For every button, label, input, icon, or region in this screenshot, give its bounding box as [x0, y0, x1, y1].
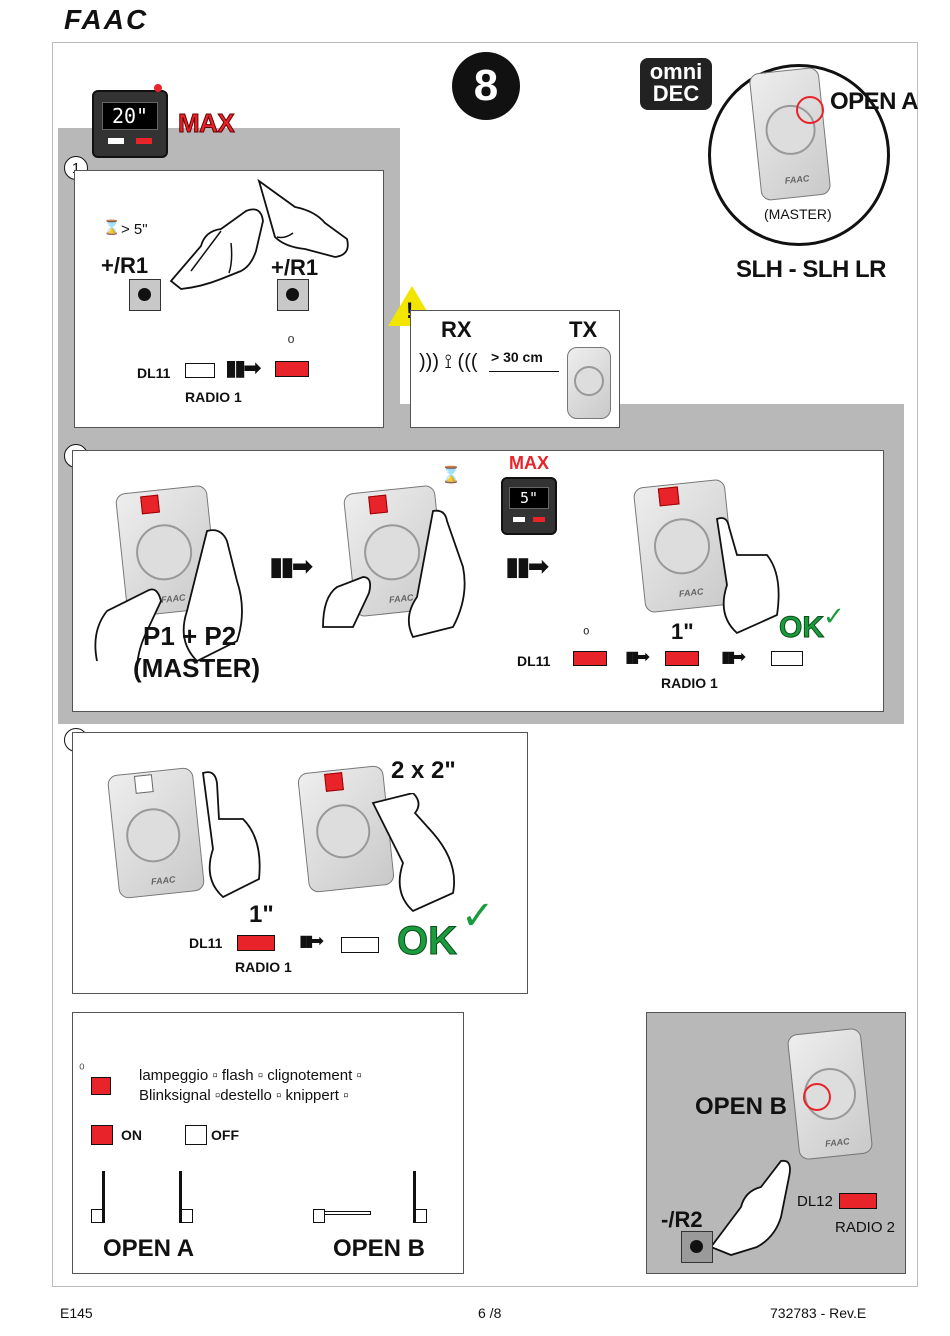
max-label: MAX — [177, 108, 235, 139]
warning-panel: RX TX ))) ⟟ ((( > 30 cm — [410, 310, 620, 428]
max-display: 20" — [92, 84, 168, 158]
one-sec-label-step3: 1" — [249, 901, 274, 928]
legend-flash-text-1: lampeggio ▫ flash ▫ clignotement ▫ — [139, 1067, 362, 1084]
arrow-icon: ▮▮➡ — [225, 355, 262, 380]
open-b-title: OPEN B — [695, 1093, 788, 1120]
hand-holding-icon — [716, 517, 780, 635]
hourglass-icon-step2: ⌛ — [441, 467, 461, 484]
arrow-icon-2: ▮▮➡ — [505, 551, 549, 581]
master-remote: FAAC — [748, 66, 832, 202]
hand-release-icon — [202, 771, 261, 899]
display-screen: 20" — [102, 102, 158, 130]
timer-label: > 5" — [121, 221, 148, 238]
dl11-led-on-step3 — [237, 935, 275, 951]
display-5s: 5" — [501, 477, 557, 535]
r1-button-released[interactable] — [277, 279, 309, 311]
ok-badge-step2: OK — [779, 611, 825, 645]
open-b-panel: OPEN B FAAC -/R2 DL12 RADIO 2 — [646, 1012, 906, 1274]
r1-button-pressed[interactable] — [129, 279, 161, 311]
press-2x2-label: 2 x 2" — [391, 757, 456, 784]
button-label-r1-press: +/R1 — [101, 253, 149, 278]
flash-rays-icon: ⁰ — [287, 333, 295, 353]
footer-code: E145 — [60, 1305, 93, 1321]
legend-on-label: ON — [121, 1127, 142, 1143]
legend-open-b-label: OPEN B — [333, 1235, 426, 1262]
hand-pressing-icon — [169, 208, 264, 290]
dl11-led-off-step3 — [341, 937, 379, 953]
arrow-icon-3: ▮▮➡ — [625, 649, 650, 666]
r2-button-label: -/R2 — [661, 1207, 703, 1232]
radio2-label: RADIO 2 — [835, 1219, 896, 1236]
radio1-label-step2: RADIO 1 — [661, 675, 718, 691]
document-revision: 732783 - Rev.E — [770, 1305, 867, 1321]
legend-off-label: OFF — [211, 1127, 239, 1143]
tx-label: TX — [569, 317, 598, 342]
check-icon: ✓ — [823, 601, 845, 631]
dl11-led-off — [185, 363, 215, 378]
hand-press-r2-icon — [709, 1159, 791, 1256]
dl11-led-off-step2 — [771, 651, 803, 666]
radio1-label: RADIO 1 — [185, 389, 242, 405]
arrow-icon-5: ▮▮➡ — [299, 933, 324, 950]
dl12-label: DL12 — [797, 1193, 833, 1210]
tx-remote — [567, 347, 611, 419]
dl11-label-step2: DL11 — [517, 653, 551, 669]
dl12-led-on — [839, 1193, 877, 1209]
check-icon-step3: ✓ — [461, 894, 495, 938]
radio1-label-step3: RADIO 1 — [235, 959, 292, 975]
page-frame — [52, 42, 918, 1287]
r2-button[interactable] — [681, 1231, 713, 1263]
step-1-panel: ⌛ > 5" +/R1 +/R1 DL11 ▮▮➡ ⁰ RADIO 1 — [74, 170, 384, 428]
open-a-label: OPEN A — [830, 88, 919, 115]
dl11-led-flash-step2 — [573, 651, 607, 666]
gate-a-right-icon — [179, 1171, 183, 1223]
dl11-label: DL11 — [137, 365, 171, 381]
p1p2-label: P1 + P2 — [143, 621, 237, 651]
omnidec-logo: omni DEC — [640, 58, 712, 110]
hourglass-icon: ⌛ — [103, 219, 121, 235]
hands-holding-icon — [322, 509, 466, 639]
hand-press-icon — [371, 793, 455, 913]
gate-b-right-icon — [413, 1171, 417, 1223]
legend-off-led — [185, 1125, 207, 1145]
two-hands-icon — [94, 529, 243, 671]
flash-rays-icon-2: ⁰ — [583, 627, 590, 644]
model-label: SLH - SLH LR — [736, 256, 887, 283]
faac-logo: FAAC — [64, 4, 149, 35]
step-2-panel: FAAC P1 + P2 (MASTER) ▮▮➡ FAAC ⌛ MAX 5" … — [72, 450, 884, 712]
max-label-step2: MAX — [509, 453, 549, 473]
legend-flash-rays-icon: ⁰ — [79, 1061, 85, 1077]
legend-panel: ⁰ lampeggio ▫ flash ▫ clignotement ▫ Bli… — [72, 1012, 464, 1274]
open-a-marker — [796, 96, 824, 124]
step-badge: 8 — [452, 52, 520, 120]
legend-on-led — [91, 1125, 113, 1145]
legend-open-a-label: OPEN A — [103, 1235, 195, 1262]
rx-label: RX — [441, 317, 472, 342]
ok-badge-step3: OK — [397, 919, 458, 964]
dl11-led-flash — [275, 361, 309, 377]
antenna-icon: ))) ⟟ ((( — [419, 351, 478, 373]
master-label: (MASTER) — [764, 206, 832, 222]
dl11-led-on-step2 — [665, 651, 699, 666]
master-label-step2: (MASTER) — [133, 653, 261, 683]
step-3-panel: FAAC 2 x 2" 1" DL11 ▮▮➡ RADIO 1 OK ✓ — [72, 732, 528, 994]
distance-label: > 30 cm — [491, 349, 543, 365]
open-b-marker — [803, 1083, 831, 1111]
legend-flash-led — [91, 1077, 111, 1095]
one-sec-label-step2: 1" — [671, 619, 694, 644]
arrow-icon-1: ▮▮➡ — [269, 551, 313, 581]
gate-a-left-icon — [91, 1171, 105, 1223]
page-number: 6 /8 — [478, 1305, 502, 1321]
arrow-icon-4: ▮▮➡ — [721, 649, 746, 666]
button-label-r1-release: +/R1 — [271, 255, 319, 280]
legend-flash-text-2: Blinksignal ▫destello ▫ knippert ▫ — [139, 1087, 349, 1104]
hand-released-icon — [257, 178, 349, 258]
dl11-label-step3: DL11 — [189, 935, 223, 951]
